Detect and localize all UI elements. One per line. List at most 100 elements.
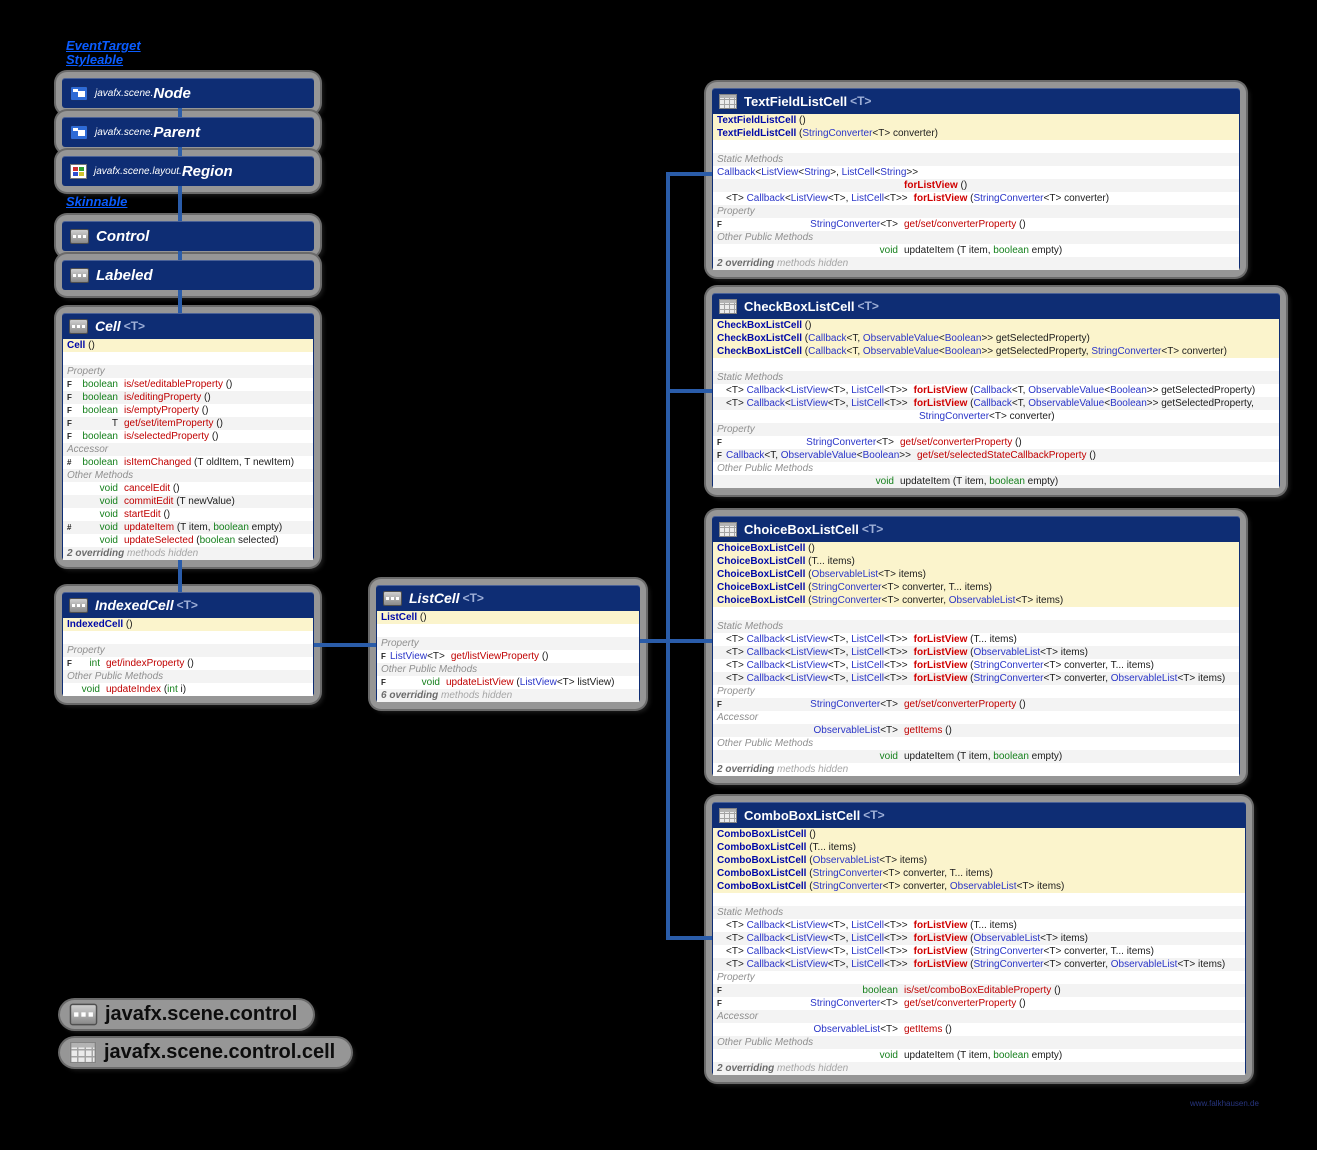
- member-row: Callback<ListView<String>, ListCell<Stri…: [717, 167, 919, 178]
- class-choiceboxlistcell: ChoiceBoxListCell<T> ChoiceBoxListCell (…: [706, 510, 1246, 783]
- inheritance-line: [666, 936, 712, 940]
- generic-param: <T>: [861, 522, 884, 536]
- control-icon: [69, 1003, 98, 1026]
- table-icon: [719, 93, 737, 109]
- link-styleable[interactable]: Styleable: [66, 52, 124, 67]
- constructor-row: ChoiceBoxListCell (StringConverter<T> co…: [713, 594, 1239, 607]
- class-title: Region: [181, 162, 233, 180]
- member-row: <T> Callback<ListView<T>, ListCell<T>>fo…: [726, 946, 1154, 957]
- section-label: Other Public Methods: [377, 663, 639, 676]
- constructor-row: IndexedCell (): [63, 618, 313, 631]
- member-row-wrap: StringConverter<T> converter): [919, 411, 1055, 422]
- section-label: Other Public Methods: [713, 231, 1239, 244]
- section-label: Property: [377, 637, 639, 650]
- control-icon: [383, 590, 402, 606]
- spacer-row: [377, 624, 639, 637]
- table-icon: [719, 521, 737, 537]
- spacer-row: [713, 140, 1239, 153]
- package-prefix: javafx.scene.: [95, 126, 154, 138]
- generic-param: <T>: [850, 94, 872, 108]
- member-list: ComboBoxListCell ()ComboBoxListCell (T..…: [713, 828, 1245, 1075]
- hidden-methods-note: 2 overriding methods hidden: [713, 257, 1239, 270]
- generic-param: <T>: [123, 319, 146, 333]
- section-label: Other Public Methods: [63, 670, 313, 683]
- constructor-row: ChoiceBoxListCell (): [713, 542, 1239, 555]
- package-javafx-scene-control-cell: javafx.scene.control.cell: [60, 1038, 352, 1067]
- section-label: Static Methods: [713, 620, 1239, 633]
- inheritance-line: [628, 639, 712, 643]
- spacer-row: [63, 631, 313, 644]
- table-icon: [69, 1041, 97, 1064]
- package-label: javafx.scene.control.cell: [104, 1041, 336, 1063]
- window-icon: [70, 85, 88, 101]
- member-row: <T> Callback<ListView<T>, ListCell<T>>fo…: [726, 634, 1017, 645]
- member-list: TextFieldListCell ()TextFieldListCell (S…: [713, 114, 1239, 270]
- constructor-row: ListCell (): [377, 611, 639, 624]
- class-title: Labeled: [96, 266, 153, 284]
- member-row: ObservableList<T>getItems (): [713, 724, 1239, 737]
- section-label: Accessor: [717, 712, 759, 723]
- watermark-link[interactable]: www.falkhausen.de: [1190, 1099, 1259, 1108]
- spacer-row: [63, 352, 313, 365]
- constructor-row: CheckBoxListCell (): [713, 319, 1279, 332]
- constructor-row: ComboBoxListCell (T... items): [713, 841, 1245, 854]
- constructor-row: CheckBoxListCell (Callback<T, Observable…: [713, 332, 1279, 345]
- class-checkboxlistcell: CheckBoxListCell<T> CheckBoxListCell ()C…: [706, 287, 1286, 495]
- member-row: <T> Callback<ListView<T>, ListCell<T>>fo…: [713, 672, 1239, 685]
- table-icon: [719, 298, 737, 314]
- table-icon: [719, 807, 737, 823]
- section-label: Other Methods: [63, 469, 313, 482]
- constructor-row: CheckBoxListCell (Callback<T, Observable…: [713, 345, 1279, 358]
- member-row: <T> Callback<ListView<T>, ListCell<T>>fo…: [726, 920, 1017, 931]
- class-comboboxlistcell: ComboBoxListCell<T> ComboBoxListCell ()C…: [706, 796, 1252, 1082]
- class-title: CheckBoxListCell: [744, 298, 855, 314]
- section-label: Accessor: [63, 443, 313, 456]
- member-row: <T> Callback<ListView<T>, ListCell<T>>fo…: [713, 958, 1245, 971]
- constructor-row: ComboBoxListCell (ObservableList<T> item…: [713, 854, 1245, 867]
- class-title: Cell: [95, 318, 121, 334]
- constructor-row: ComboBoxListCell (StringConverter<T> con…: [713, 867, 1245, 880]
- member-row: <T> Callback<ListView<T>, ListCell<T>>fo…: [726, 193, 1110, 204]
- control-icon: [70, 228, 89, 244]
- member-row: <T> Callback<ListView<T>, ListCell<T>>fo…: [713, 397, 1279, 410]
- constructor-row: ComboBoxListCell (): [713, 828, 1245, 841]
- class-title: Parent: [153, 123, 201, 141]
- package-prefix: javafx.scene.: [95, 87, 154, 99]
- class-parent: javafx.scene.Parent: [56, 111, 320, 153]
- package-prefix: javafx.scene.layout.: [94, 165, 182, 177]
- hidden-methods-note: 6 overriding methods hidden: [377, 689, 639, 702]
- section-label: Property: [713, 205, 1239, 218]
- control-icon: [70, 267, 89, 283]
- control-icon: [69, 318, 88, 334]
- constructor-row: ChoiceBoxListCell (T... items): [713, 555, 1239, 568]
- class-title: ComboBoxListCell: [744, 807, 861, 823]
- section-label: Accessor: [713, 1010, 1245, 1023]
- link-eventtarget[interactable]: EventTarget: [66, 38, 141, 53]
- spacer-row: [713, 358, 1279, 371]
- class-title: TextFieldListCell: [744, 93, 848, 109]
- link-skinnable[interactable]: Skinnable: [66, 194, 128, 209]
- member-row: ObservableList<T>getItems (): [813, 1024, 952, 1035]
- generic-param: <T>: [462, 591, 484, 605]
- member-list: ChoiceBoxListCell ()ChoiceBoxListCell (T…: [713, 542, 1239, 776]
- class-title: ChoiceBoxListCell: [744, 521, 859, 537]
